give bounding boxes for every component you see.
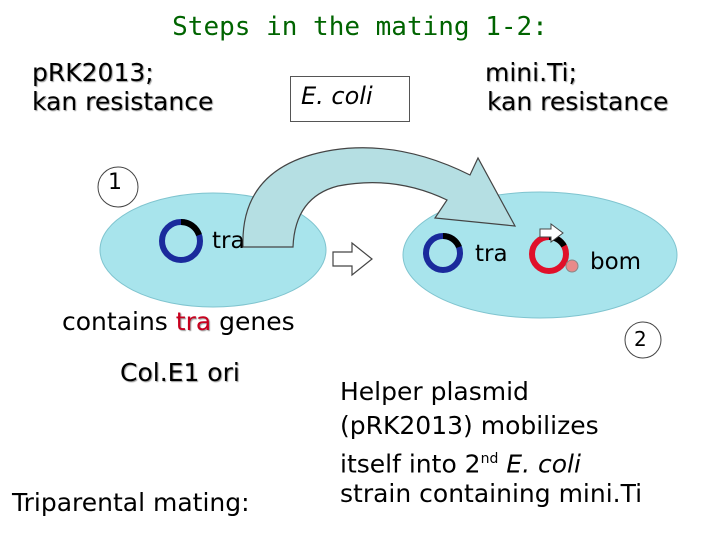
step-1-circle [97,166,139,208]
contains-tra-highlight: tra [175,307,212,336]
origin-label: Col.E1 ori [120,358,240,387]
tra-label-left: tra [212,228,245,254]
helper-line-3-italic: E. coli [498,449,581,479]
right-plasmid-resistance: kan resistance [487,87,669,116]
footer-label: Triparental mating: [12,488,250,517]
helper-line-3-prefix: itself into 2 [340,449,481,479]
left-plasmid-tra-segment [180,219,202,237]
right-plasmid-name: mini.Ti; [485,58,577,87]
right-cell [402,191,678,319]
left-plasmid-name: pRK2013; [32,58,154,87]
bom-label: bom [590,249,642,275]
helper-text-line-1: Helper plasmid [340,377,529,406]
contains-suffix: genes [211,307,295,336]
left-plasmid-resistance: kan resistance [32,87,214,116]
page-title: Steps in the mating 1-2: [172,12,548,42]
helper-text-line-2: (pRK2013) mobilizes [340,411,599,440]
miniti-arrow [539,223,564,243]
tra-label-right: tra [475,241,508,267]
contains-prefix: contains [62,307,176,336]
step-1-label: 1 [108,170,122,195]
helper-line-3-sup: nd [480,451,499,467]
helper-text-line-3: itself into 2nd E. coli [340,444,581,479]
transfer-arrow [242,147,517,248]
helper-text-line-4: strain containing mini.Ti [340,479,643,508]
middle-arrow [332,241,373,277]
contains-tra-text: contains tra genes [62,307,295,336]
right-plasmid-tra-segment [442,232,462,249]
step-2-label: 2 [634,327,647,351]
step-2-circle [624,321,662,359]
host-box: E. coli [290,76,410,122]
bom-site [565,259,579,273]
